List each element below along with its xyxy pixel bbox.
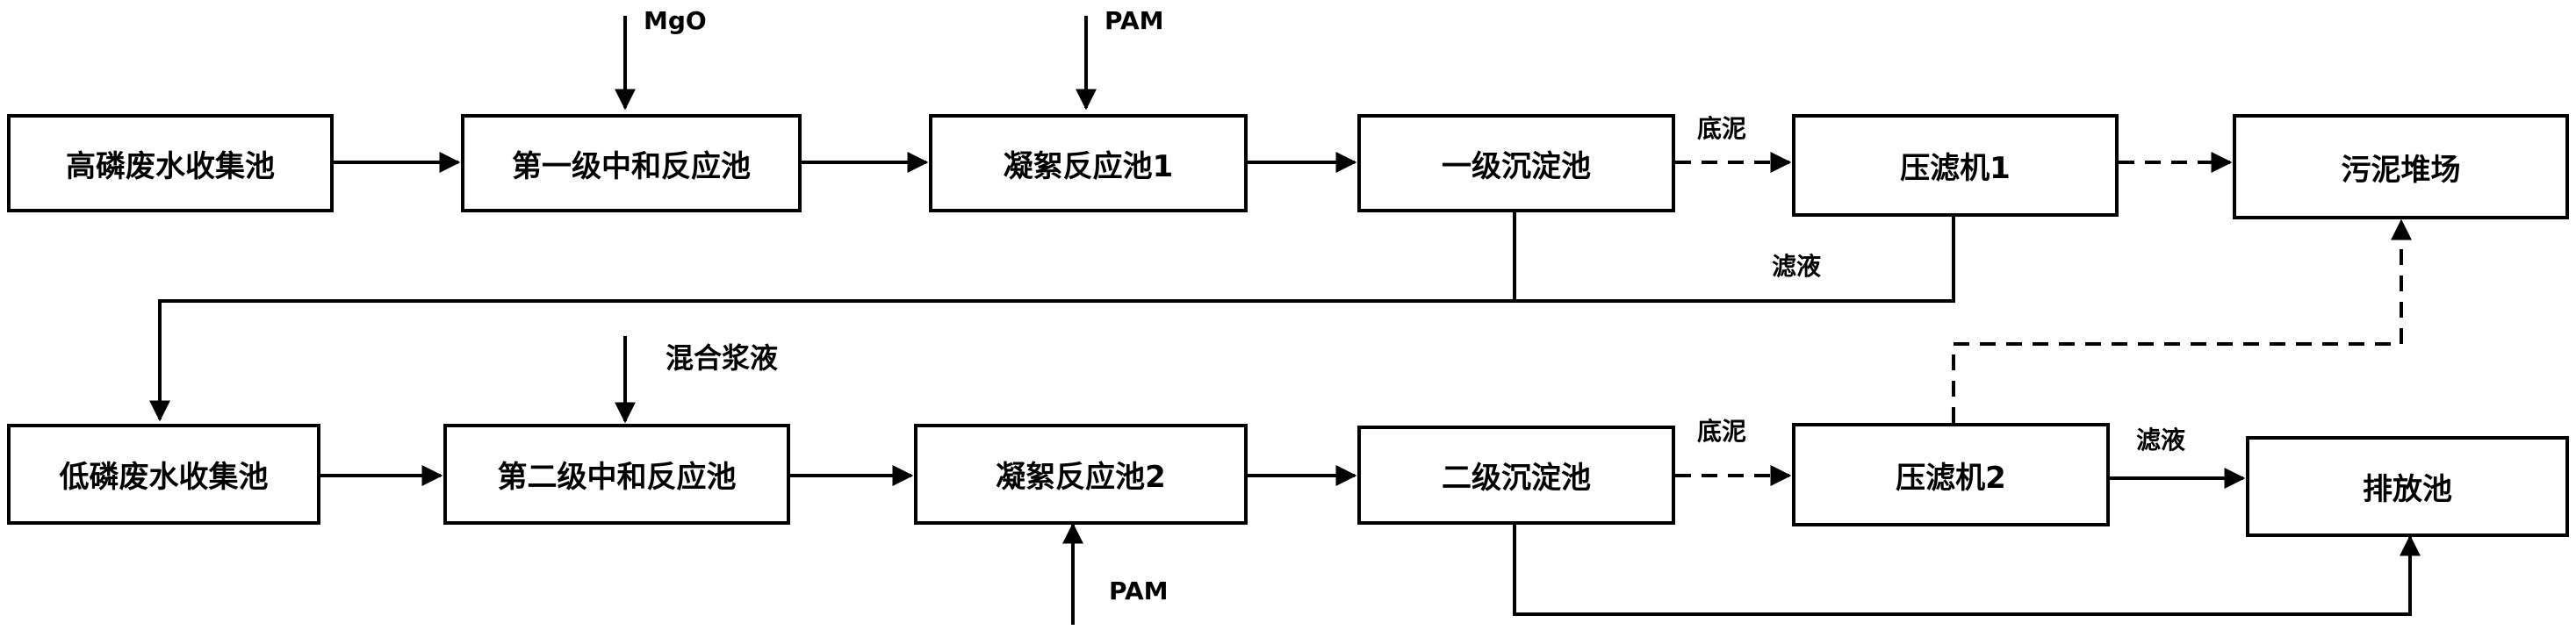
filter-press-2-box: 压滤机2: [1792, 423, 2110, 526]
primary-settling-box: 一级沉淀池: [1357, 114, 1675, 212]
filtrate-label-top: 滤液: [1772, 252, 1822, 281]
sludge-label-top: 底泥: [1697, 114, 1747, 143]
secondary-settling-box: 二级沉淀池: [1357, 426, 1675, 525]
pam-label-bottom: PAM: [1109, 576, 1169, 605]
filter-press-1-box: 压滤机1: [1792, 114, 2119, 217]
mgo-label: MgO: [644, 6, 707, 35]
box-label: 排放池: [2363, 472, 2452, 507]
box-label: 压滤机2: [1896, 460, 2006, 496]
box-label: 污泥堆场: [2341, 152, 2461, 188]
filtrate-label-bottom: 滤液: [2136, 426, 2186, 455]
bypass-line: [1513, 525, 2421, 616]
flocculation-2-box: 凝絮反应池2: [914, 424, 1248, 525]
box-label: 低磷废水收集池: [59, 460, 269, 495]
sludge-dashed-line: [1952, 218, 2412, 423]
box-label: 二级沉淀池: [1442, 461, 1591, 496]
low-phosphorus-tank-box: 低磷废水收集池: [7, 424, 320, 525]
box-label: 第二级中和反应池: [497, 460, 737, 495]
box-label: 凝絮反应池1: [1003, 148, 1174, 184]
high-phosphorus-tank-box: 高磷废水收集池: [7, 114, 334, 212]
first-neutralization-box: 第一级中和反应池: [461, 114, 802, 212]
sludge-yard-box: 污泥堆场: [2233, 114, 2569, 219]
flocculation-1-box: 凝絮反应池1: [929, 114, 1248, 212]
box-label: 第一级中和反应池: [512, 148, 751, 184]
discharge-tank-box: 排放池: [2246, 436, 2569, 537]
pam-label-top: PAM: [1105, 6, 1164, 35]
box-label: 高磷废水收集池: [66, 148, 275, 184]
sludge-label-bottom: 底泥: [1697, 417, 1747, 446]
box-label: 压滤机1: [1900, 151, 2011, 186]
mixed-slurry-label: 混合浆液: [666, 341, 779, 375]
box-label: 一级沉淀池: [1442, 148, 1591, 184]
second-neutralization-box: 第二级中和反应池: [443, 424, 790, 525]
box-label: 凝絮反应池2: [996, 460, 1166, 495]
filtrate-return-line: [149, 215, 1955, 422]
